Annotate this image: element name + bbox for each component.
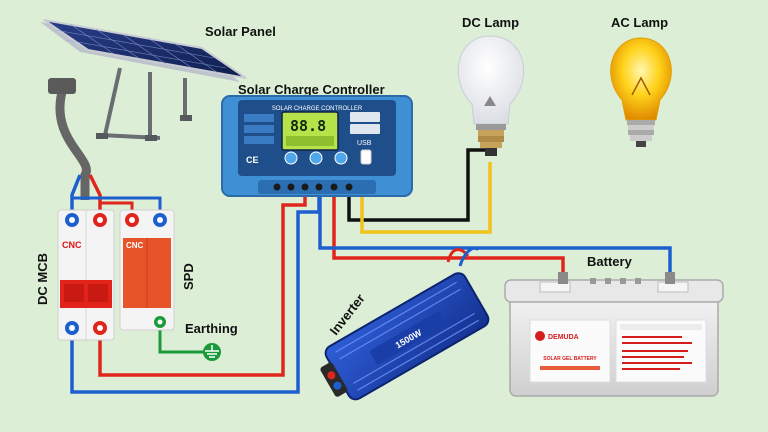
controller-header-text: SOLAR CHARGE CONTROLLER: [272, 106, 363, 112]
spd: CNC: [119, 209, 175, 331]
panel-cable: [55, 90, 91, 200]
controller-display: 88.8: [290, 117, 326, 135]
dc-mcb: CNC: [57, 209, 115, 341]
label-solar-panel: Solar Panel: [205, 24, 276, 39]
label-battery: Battery: [587, 254, 633, 269]
label-earthing: Earthing: [185, 321, 238, 336]
label-dc-lamp: DC Lamp: [462, 15, 519, 30]
label-spd: SPD: [181, 263, 196, 290]
label-dc-mcb: DC MCB: [35, 253, 50, 305]
charge-controller: SOLAR CHARGE CONTROLLER 88.8 USB CE: [221, 95, 413, 197]
wires: [55, 90, 672, 394]
ac-lamp: [610, 37, 672, 147]
jumper-blue: [70, 196, 162, 215]
inverter-blue-lead: [458, 246, 480, 267]
dc-lamp: [457, 35, 525, 156]
controller-red-to-battery: [332, 192, 565, 280]
battery: DEMUDA SOLAR GEL BATTERY: [504, 272, 724, 397]
controller-button-right: [334, 151, 348, 165]
spd-brand: CNC: [126, 241, 144, 250]
earth-icon: [203, 343, 221, 361]
label-ac-lamp: AC Lamp: [611, 15, 668, 30]
battery-brand: DEMUDA: [548, 334, 579, 341]
jumper-red: [98, 201, 134, 215]
inverter: 1500W: [320, 272, 490, 401]
battery-type: SOLAR GEL BATTERY: [543, 356, 597, 362]
controller-ce-mark: CE: [246, 155, 259, 165]
controller-button-mid: [309, 151, 323, 165]
label-charge-controller: Solar Charge Controller: [238, 82, 385, 97]
mcb-brand: CNC: [62, 240, 82, 250]
earth-wire: [158, 325, 205, 354]
solar-panel: [40, 19, 247, 141]
mcb-red-to-controller: [98, 192, 307, 377]
controller-usb-label: USB: [357, 140, 372, 147]
controller-button-left: [284, 151, 298, 165]
controller-blue-to-battery: [318, 192, 672, 280]
lamp-wire-black: [347, 148, 488, 222]
lamp-wire-yellow: [360, 162, 492, 234]
